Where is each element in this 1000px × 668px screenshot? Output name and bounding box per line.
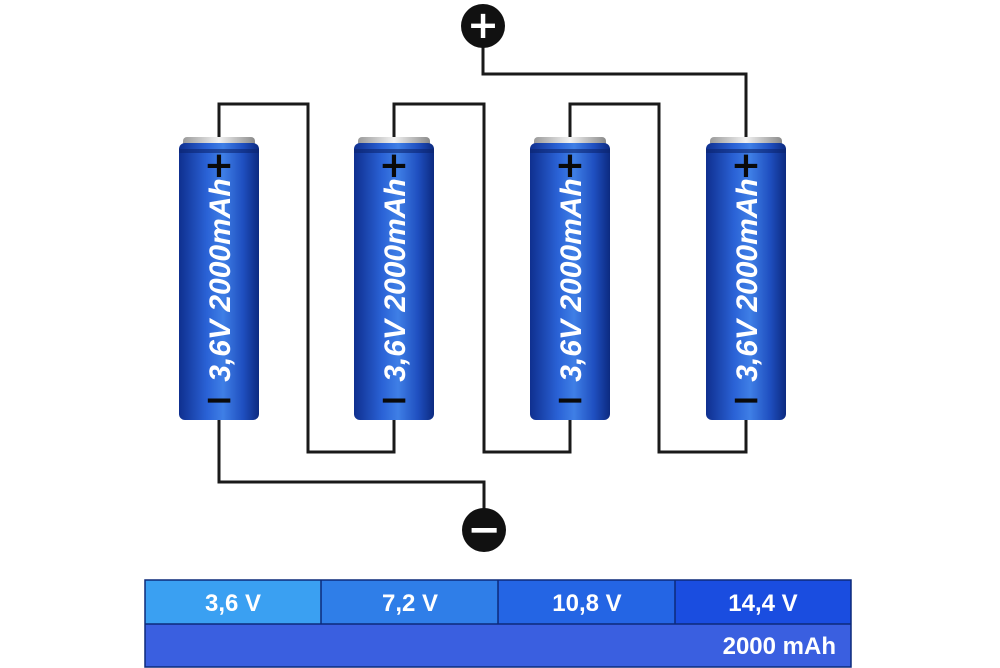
wire-battery-2-plus-to-battery-3-minus [392, 102, 572, 454]
battery-label: 3,6V 2000mAh [555, 178, 588, 381]
battery-minus-sign: − [555, 380, 585, 421]
battery-rim [706, 149, 786, 153]
negative-terminal-sign: − [467, 507, 501, 553]
capacity-row [145, 624, 851, 667]
battery-body [706, 143, 786, 420]
battery-1: + −3,6V 2000mAh [179, 137, 259, 421]
battery-body [179, 143, 259, 420]
battery-plus-sign: + [379, 145, 409, 186]
battery-label: 3,6V 2000mAh [379, 178, 412, 381]
positive-terminal: + [461, 3, 505, 48]
voltage-cell-2 [321, 580, 498, 624]
wire-battery-1-plus-to-battery-2-minus [217, 102, 396, 454]
voltage-cell-1 [145, 580, 321, 624]
battery-label: 3,6V 2000mAh [204, 178, 237, 381]
positive-terminal-icon [461, 4, 505, 48]
wire-battery-1-minus-to-negative [217, 420, 486, 528]
voltage-cell-4 [675, 580, 851, 624]
battery-rim [530, 149, 610, 153]
voltage-label-3: 10,8 V [552, 590, 621, 617]
battery-rim [179, 149, 259, 153]
battery-body [354, 143, 434, 420]
negative-terminal: − [462, 507, 506, 553]
wiring [217, 26, 748, 528]
battery-3: + −3,6V 2000mAh [530, 137, 610, 421]
negative-terminal-icon [462, 508, 506, 552]
battery-minus-sign: − [204, 380, 234, 421]
battery-minus-sign: − [379, 380, 409, 421]
battery-2: + −3,6V 2000mAh [354, 137, 434, 421]
voltage-label-4: 14,4 V [728, 590, 797, 617]
battery-plus-sign: + [555, 145, 585, 186]
battery-body [530, 143, 610, 420]
battery-plus-sign: + [204, 145, 234, 186]
battery-rim [354, 149, 434, 153]
battery-plus-sign: + [731, 145, 761, 186]
wire-battery-3-plus-to-battery-4-minus [568, 102, 748, 454]
positive-terminal-sign: + [467, 3, 499, 47]
battery-4: + −3,6V 2000mAh [706, 137, 786, 421]
voltage-label-2: 7,2 V [382, 590, 438, 617]
voltage-cell-3 [498, 580, 675, 624]
voltage-label-1: 3,6 V [205, 590, 261, 617]
capacity-label: 2000 mAh [723, 633, 836, 660]
battery-label: 3,6V 2000mAh [731, 178, 764, 381]
batteries: +−3,6V 2000mAh+−3,6V 2000mAh+−3,6V 2000m… [179, 137, 786, 421]
wire-positive-to-battery-4 [481, 26, 748, 141]
voltage-table: 3,6 V 7,2 V 10,8 V 14,4 V 2000 mAh [144, 579, 852, 668]
battery-minus-sign: − [731, 380, 761, 421]
